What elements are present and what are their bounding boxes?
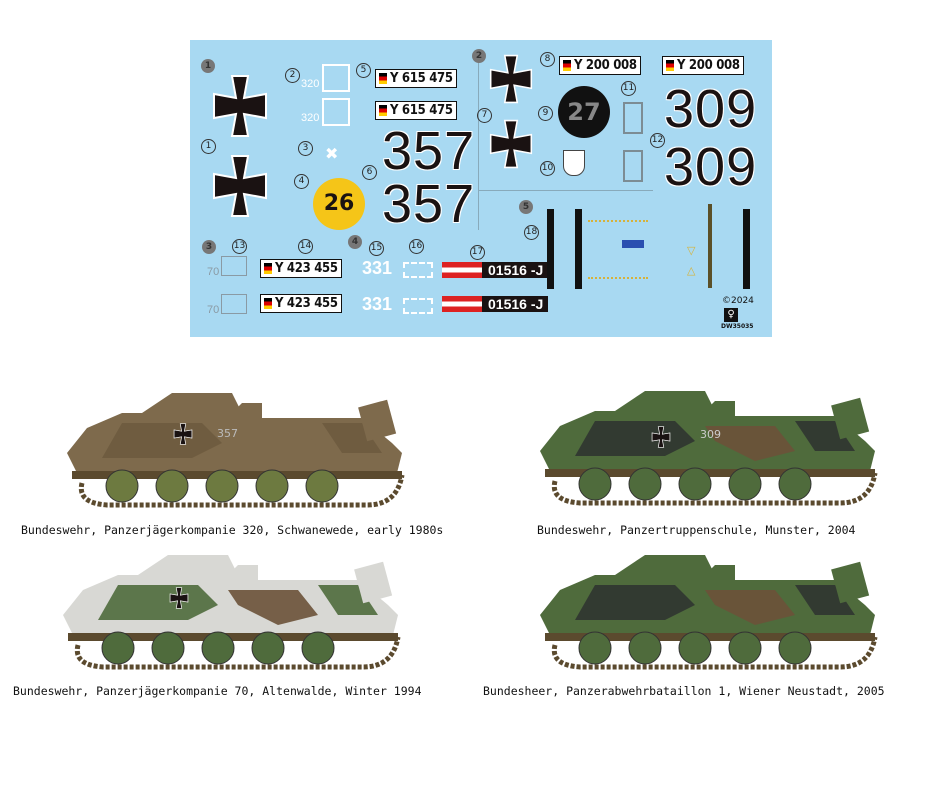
black-stripe bbox=[743, 209, 750, 289]
callout-9: 9 bbox=[538, 106, 553, 121]
callout-5: 5 bbox=[356, 63, 371, 78]
black-disc-27: 27 bbox=[558, 86, 610, 138]
unit-emblem-icon: ✖ bbox=[325, 144, 339, 163]
olive-stripe bbox=[708, 204, 712, 288]
profile-1-marking: 357 bbox=[217, 427, 238, 440]
callout-17: 17 bbox=[470, 245, 485, 260]
profile-4-tank bbox=[535, 545, 885, 670]
callout-10: 10 bbox=[540, 161, 555, 176]
callout-6: 6 bbox=[362, 165, 377, 180]
callout-1: 1 bbox=[201, 139, 216, 154]
callout-11: 11 bbox=[621, 81, 636, 96]
turret-number-309: 309 bbox=[664, 137, 758, 197]
profile-2-caption: Bundeswehr, Panzertruppenschule, Munster… bbox=[537, 523, 856, 537]
turret-number-309: 309 bbox=[664, 79, 758, 139]
license-plate: Y 423 455 bbox=[260, 294, 342, 313]
tactical-sign-icon bbox=[221, 294, 247, 314]
unit-crest-icon bbox=[563, 150, 585, 176]
profile-3-tank bbox=[58, 545, 408, 670]
callout-4-grey: 4 bbox=[348, 235, 362, 249]
license-plate: Y 615 475 bbox=[375, 69, 457, 88]
number-331: 331 bbox=[362, 258, 393, 278]
callout-2-grey: 2 bbox=[472, 49, 486, 63]
tactical-sign-icon bbox=[403, 298, 433, 314]
tactical-sign-icon bbox=[322, 64, 350, 92]
tactical-320: 320 bbox=[301, 78, 320, 90]
brand-logo-icon: ♀ bbox=[724, 308, 738, 322]
callout-15: 15 bbox=[369, 241, 384, 256]
marking-icon bbox=[623, 150, 643, 182]
callout-8: 8 bbox=[540, 52, 555, 67]
austrian-plate: 01516 -J bbox=[442, 262, 549, 278]
stencil-markings bbox=[588, 220, 648, 279]
turret-number-357: 357 bbox=[382, 174, 476, 234]
profile-4-caption: Bundesheer, Panzerabwehrbataillon 1, Wie… bbox=[483, 684, 885, 698]
callout-5-grey: 5 bbox=[519, 200, 533, 214]
warning-triangle-icon: ▽ bbox=[687, 244, 696, 257]
license-plate: Y 200 008 bbox=[662, 56, 744, 75]
number-331: 331 bbox=[362, 294, 393, 314]
callout-1-grey: 1 bbox=[201, 59, 215, 73]
product-code: DW35035 bbox=[721, 323, 754, 330]
callout-3: 3 bbox=[298, 141, 313, 156]
profile-2-marking: 309 bbox=[700, 428, 721, 441]
balkenkreuz-icon bbox=[486, 119, 536, 169]
tactical-70: 70 bbox=[207, 266, 220, 278]
decal-sheet: 1 1 2 320 320 3 ✖ 4 26 5 Y 615 475 Y 615… bbox=[190, 40, 772, 337]
tactical-70: 70 bbox=[207, 304, 220, 316]
callout-18: 18 bbox=[524, 225, 539, 240]
balkenkreuz-icon bbox=[208, 154, 272, 218]
black-stripe bbox=[575, 209, 582, 289]
license-plate: Y 200 008 bbox=[559, 56, 641, 75]
divider bbox=[478, 50, 479, 230]
profile-1-caption: Bundeswehr, Panzerjägerkompanie 320, Sch… bbox=[21, 523, 444, 537]
license-plate: Y 615 475 bbox=[375, 101, 457, 120]
profile-3-caption: Bundeswehr, Panzerjägerkompanie 70, Alte… bbox=[13, 684, 422, 698]
black-stripe bbox=[547, 209, 554, 289]
callout-2: 2 bbox=[285, 68, 300, 83]
profile-1-tank bbox=[62, 383, 412, 508]
callout-14: 14 bbox=[298, 239, 313, 254]
callout-3-grey: 3 bbox=[202, 240, 216, 254]
callout-13: 13 bbox=[232, 239, 247, 254]
austrian-plate: 01516 -J bbox=[442, 296, 549, 312]
balkenkreuz-icon bbox=[208, 74, 272, 138]
balkenkreuz-icon bbox=[486, 54, 536, 104]
warning-triangle-icon: △ bbox=[687, 264, 696, 277]
yellow-disc-26: 26 bbox=[313, 178, 365, 230]
blue-stencil bbox=[622, 240, 644, 248]
callout-7: 7 bbox=[477, 108, 492, 123]
tactical-320: 320 bbox=[301, 112, 320, 124]
copyright: ©2024 bbox=[722, 296, 754, 306]
tactical-sign-icon bbox=[322, 98, 350, 126]
callout-16: 16 bbox=[409, 239, 424, 254]
tactical-sign-icon bbox=[403, 262, 433, 278]
callout-4: 4 bbox=[294, 174, 309, 189]
turret-number-357: 357 bbox=[382, 121, 476, 181]
divider bbox=[478, 190, 653, 191]
tactical-sign-icon bbox=[221, 256, 247, 276]
profile-2-tank bbox=[535, 381, 885, 506]
marking-icon bbox=[623, 102, 643, 134]
license-plate: Y 423 455 bbox=[260, 259, 342, 278]
callout-12: 12 bbox=[650, 133, 665, 148]
